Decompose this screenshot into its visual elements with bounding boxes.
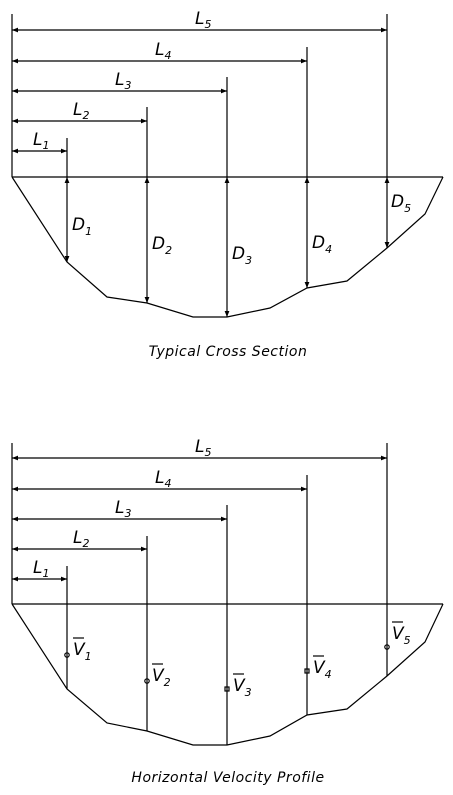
- depth-label-1: D1: [72, 215, 92, 238]
- length-label-5: L5: [195, 437, 211, 459]
- length-label-3: L3: [115, 498, 131, 520]
- length-label-1: L1: [33, 130, 49, 152]
- velocity-point-2: [144, 678, 150, 684]
- svg-text:V1: V1: [73, 640, 92, 663]
- depth-label-5: D5: [391, 192, 411, 215]
- velocity-point-3: [224, 686, 230, 692]
- length-label-4: L4: [155, 468, 171, 490]
- length-label-5: L5: [195, 9, 211, 31]
- channel-bed-outline: [11, 603, 444, 746]
- cross-section-caption: Typical Cross Section: [149, 344, 308, 360]
- velocity-label-5: V5: [392, 621, 411, 647]
- depth-label-2: D2: [152, 234, 172, 257]
- velocity-profile-caption: Horizontal Velocity Profile: [131, 770, 324, 786]
- channel-bed-outline: [11, 176, 444, 318]
- velocity-point-1: [64, 652, 70, 658]
- svg-text:V5: V5: [392, 624, 411, 647]
- velocity-label-4: V4: [313, 655, 332, 681]
- depth-label-3: D3: [232, 244, 252, 267]
- svg-text:V2: V2: [152, 666, 171, 689]
- length-label-3: L3: [115, 70, 131, 92]
- length-label-1: L1: [33, 558, 49, 580]
- svg-text:V4: V4: [313, 658, 332, 681]
- velocity-label-1: V1: [73, 637, 92, 663]
- cross-section-panel: L1 L2 L3 L4 L5 D1 D2 D3 D4 D5 Typical Cr…: [11, 9, 444, 360]
- svg-text:V3: V3: [233, 676, 252, 699]
- velocity-label-3: V3: [233, 673, 252, 699]
- length-label-2: L2: [73, 528, 89, 550]
- depth-label-4: D4: [312, 233, 332, 256]
- length-label-4: L4: [155, 40, 171, 62]
- velocity-point-4: [304, 668, 310, 674]
- velocity-profile-panel: L1 L2 L3 L4 L5 V1 V2 V3: [11, 437, 444, 786]
- length-label-2: L2: [73, 100, 89, 122]
- velocity-point-5: [384, 644, 390, 650]
- velocity-label-2: V2: [152, 663, 171, 689]
